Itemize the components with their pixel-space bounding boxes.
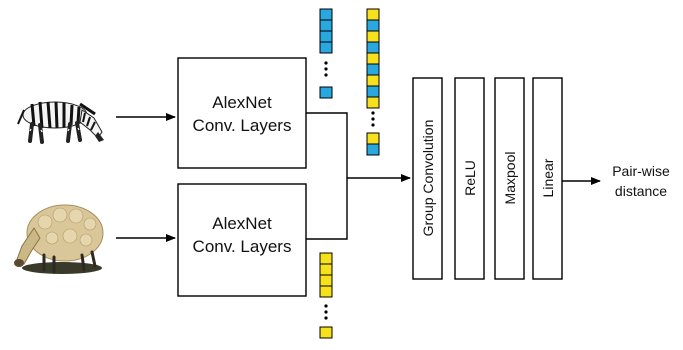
yellow-feature-cell bbox=[319, 326, 333, 339]
yellow-feature-cell bbox=[319, 285, 333, 298]
relu-label: ReLU bbox=[462, 160, 478, 196]
encoder-bottom: AlexNet Conv. Layers bbox=[177, 183, 307, 297]
maxpool-label: Maxpool bbox=[502, 152, 518, 205]
head-layers: Group Convolution ReLU Maxpool Linear bbox=[412, 77, 563, 280]
ellipsis-dot bbox=[324, 304, 328, 308]
group-convolution-block bbox=[412, 77, 443, 280]
concat-feature-cell bbox=[366, 63, 380, 76]
blue-feature-cell bbox=[319, 41, 333, 54]
concat-feature-cell bbox=[366, 30, 380, 43]
concat-feature-cell bbox=[366, 85, 380, 98]
ellipsis-dot bbox=[324, 61, 328, 65]
ellipsis-dot bbox=[324, 73, 328, 77]
sheep-icon bbox=[14, 204, 104, 274]
encoder-top: AlexNet Conv. Layers bbox=[177, 57, 307, 169]
concat-feature-cell bbox=[366, 19, 380, 32]
concat-feature-cell bbox=[366, 52, 380, 65]
ellipsis-dot bbox=[371, 117, 375, 121]
concat-feature-cell bbox=[366, 132, 380, 145]
output-line1: Pair-wise bbox=[612, 163, 670, 179]
ellipsis-dot bbox=[324, 67, 328, 71]
relu-block bbox=[454, 77, 485, 280]
encoder-top-line1: AlexNet bbox=[212, 93, 272, 112]
blue-feature-cell bbox=[319, 86, 333, 99]
concat-feature-cell bbox=[366, 41, 380, 54]
ellipsis-dot bbox=[371, 123, 375, 127]
concat-feature-cell bbox=[366, 96, 380, 109]
blue-feature-cell bbox=[319, 8, 333, 21]
top-encoder-connector bbox=[306, 112, 348, 178]
zebra-icon bbox=[17, 101, 104, 144]
yellow-feature-cell bbox=[319, 252, 333, 265]
encoder-top-line2: Conv. Layers bbox=[193, 116, 292, 135]
ellipsis-dot bbox=[371, 111, 375, 115]
output-line2: distance bbox=[615, 183, 667, 199]
maxpool-block bbox=[494, 77, 525, 280]
encoder-bottom-line1: AlexNet bbox=[212, 214, 272, 233]
concat-feature-cell bbox=[366, 74, 380, 87]
ellipsis-dot bbox=[324, 316, 328, 320]
linear-block bbox=[532, 77, 563, 280]
encoder-bottom-line2: Conv. Layers bbox=[193, 237, 292, 256]
feature-vectors bbox=[319, 8, 380, 339]
yellow-feature-cell bbox=[319, 274, 333, 287]
blue-feature-cell bbox=[319, 30, 333, 43]
blue-feature-cell bbox=[319, 19, 333, 32]
concat-feature-cell bbox=[366, 143, 380, 156]
group-convolution-label: Group Convolution bbox=[420, 120, 436, 237]
ellipsis-dot bbox=[324, 310, 328, 314]
bottom-encoder-connector bbox=[306, 178, 348, 240]
linear-label: Linear bbox=[540, 158, 556, 197]
concat-feature-cell bbox=[366, 8, 380, 21]
yellow-feature-cell bbox=[319, 263, 333, 276]
